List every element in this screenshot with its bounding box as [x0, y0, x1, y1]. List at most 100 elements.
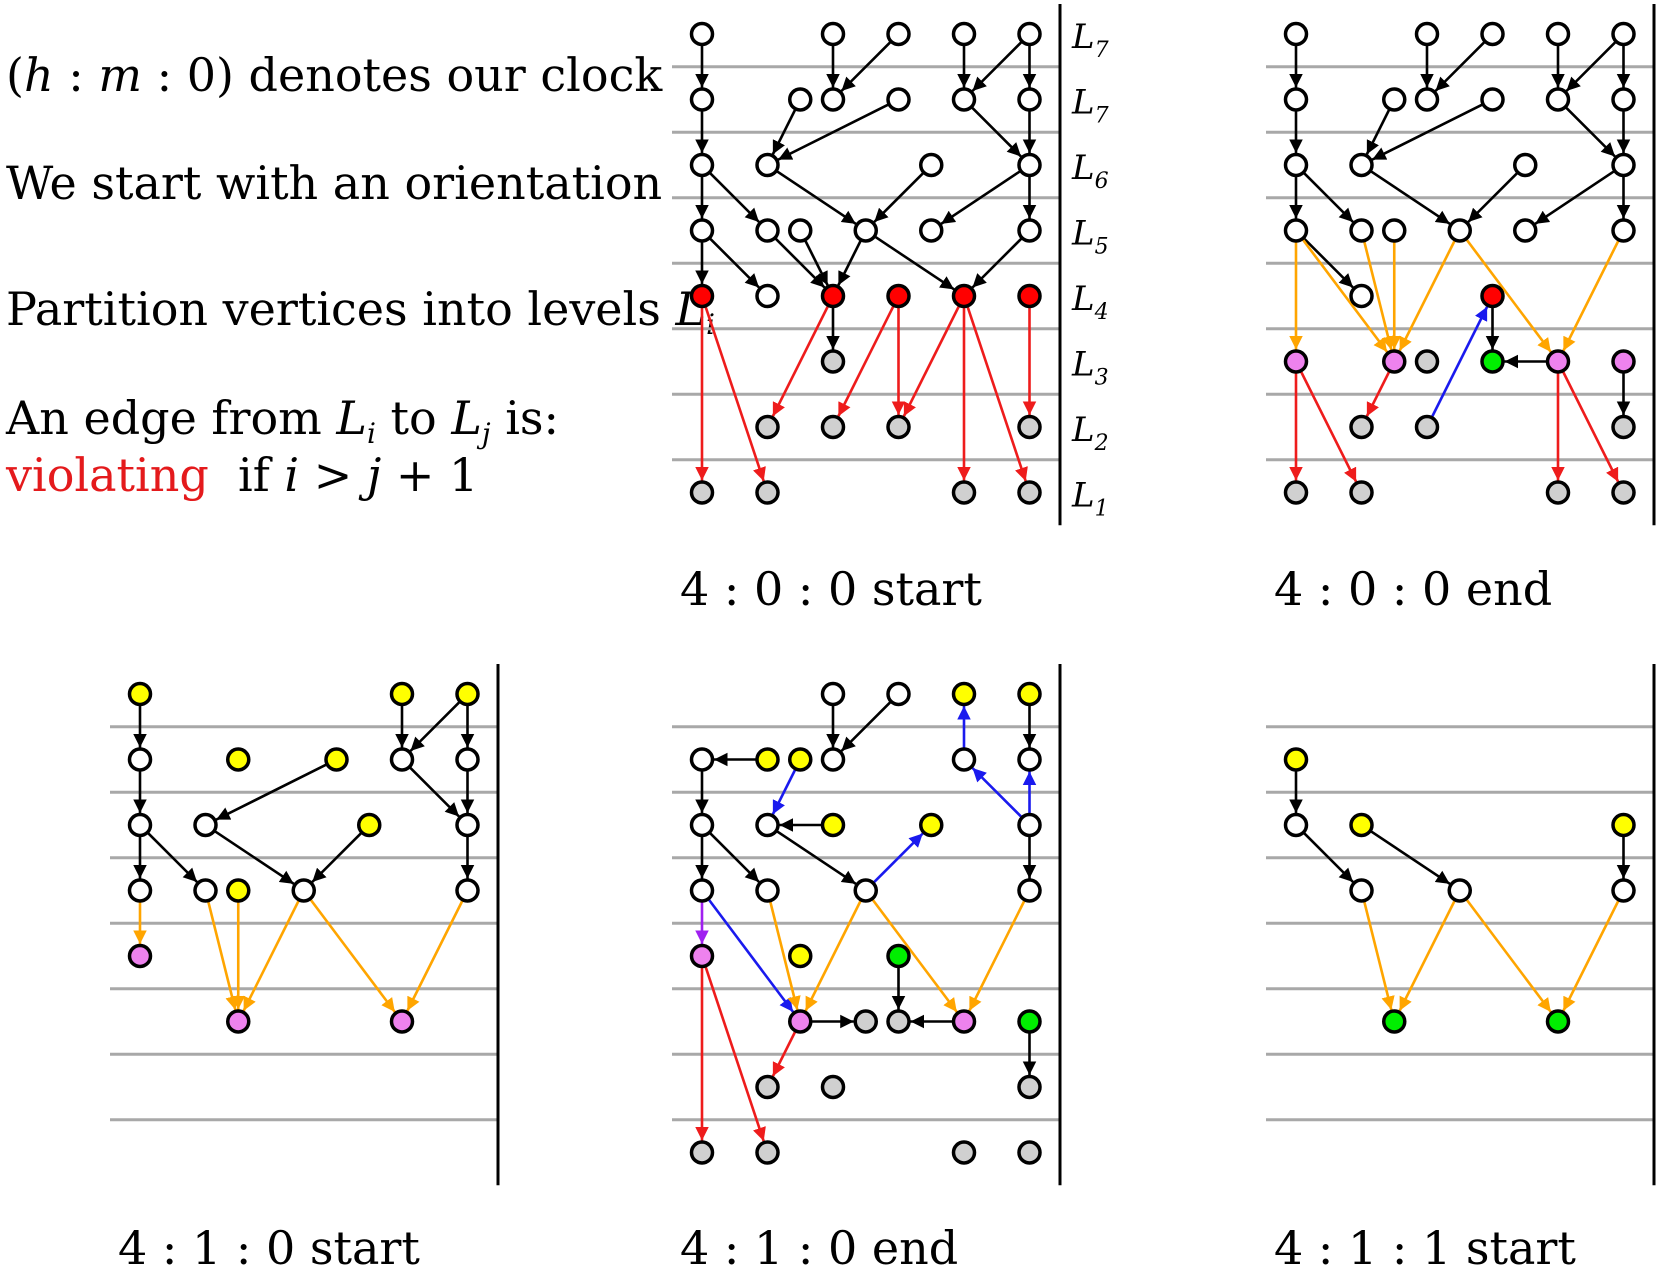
blue-edge [1430, 306, 1489, 419]
level-label-5: L4 [1071, 279, 1109, 325]
red-edge [704, 305, 766, 482]
red-vertex [820, 283, 846, 309]
level-i-subscript: i [366, 417, 376, 450]
white-vertex [886, 21, 911, 47]
black-edge [775, 829, 857, 885]
white-vertex [788, 218, 813, 243]
white-vertex [689, 812, 715, 838]
level-index: 3 [1095, 366, 1109, 391]
violating-rule-line: violating if i > j + 1 [6, 452, 478, 498]
green-vertex [1480, 349, 1505, 374]
white-vertex [1545, 21, 1571, 47]
white-vertex [1611, 152, 1636, 178]
pink-vertex [1382, 349, 1407, 374]
level-index: 2 [1094, 431, 1109, 456]
gray-vertex [951, 1140, 977, 1165]
pink-vertex [1283, 349, 1309, 374]
orange-edge [1398, 899, 1457, 1012]
gray-vertex [689, 1140, 715, 1165]
orange-edge [242, 899, 301, 1012]
level-label-4: L5 [1071, 214, 1109, 260]
orange-edge [804, 899, 863, 1012]
panel-4-0-0-end [1266, 4, 1656, 526]
blue-edge [707, 898, 795, 1013]
white-vertex [1349, 878, 1374, 903]
level-gridlines [672, 65, 1060, 462]
white-vertex [951, 21, 977, 47]
yellow-vertex [755, 747, 780, 772]
gray-vertex [853, 1009, 878, 1034]
pink-vertex [1611, 349, 1636, 374]
gray-vertex [755, 480, 780, 505]
gray-vertex [1545, 480, 1571, 505]
yellow-vertex [788, 943, 813, 969]
orange-edge [1362, 240, 1395, 351]
white-vertex [951, 747, 977, 772]
orange-edge [968, 899, 1026, 1012]
gray-vertex [689, 480, 715, 505]
gray-vertex [820, 349, 846, 374]
white-vertex [291, 878, 316, 903]
orange-edge [768, 900, 801, 1011]
white-vertex [1349, 152, 1374, 178]
level-letter: L [1071, 410, 1095, 450]
panel-4-1-1-start [1266, 664, 1656, 1186]
black-edge [708, 831, 760, 883]
level-label-1: L7 [1071, 17, 1109, 63]
white-vertex [1017, 218, 1042, 243]
level-index: 1 [1095, 497, 1109, 522]
red-vertex [689, 283, 715, 309]
rule-gt: > [299, 448, 367, 502]
level-j-subscript: j [481, 417, 491, 450]
white-vertex [1283, 87, 1309, 112]
panel-4-1-0-start [110, 664, 500, 1186]
level-letter: L [1071, 148, 1095, 188]
white-vertex [886, 87, 911, 112]
white-vertex [455, 878, 480, 903]
white-vertex [1017, 21, 1042, 47]
orientation-line: We start with an orientation [6, 156, 663, 210]
black-edge [1369, 829, 1451, 885]
white-vertex [1611, 218, 1636, 243]
white-vertex [1283, 21, 1309, 47]
orange-edge [1362, 900, 1395, 1011]
level-label-3: L6 [1071, 148, 1109, 194]
white-vertex [1414, 87, 1440, 112]
caption-4-1-1-start: 4 : 1 : 1 start [1274, 1221, 1576, 1275]
level-letter: L [1071, 83, 1095, 123]
yellow-vertex [1283, 747, 1309, 772]
yellow-vertex [389, 681, 415, 707]
yellow-vertex [919, 812, 944, 838]
clock-notation-line: (h : m : 0) denotes our clock [6, 52, 662, 98]
white-vertex [1447, 878, 1472, 903]
orange-edge [1398, 239, 1457, 352]
level-gridlines [110, 725, 498, 1122]
black-edge [1302, 171, 1354, 223]
white-vertex [853, 218, 878, 243]
violating-label: violating [6, 448, 209, 502]
black-edge [215, 763, 328, 821]
rule-j: j [366, 448, 382, 502]
white-vertex [1611, 878, 1636, 903]
red-vertex [886, 283, 911, 309]
pink-vertex [127, 943, 153, 969]
caption-4-1-0-start: 4 : 1 : 0 start [118, 1221, 420, 1275]
white-vertex [820, 747, 846, 772]
level-label-2: L7 [1071, 83, 1109, 129]
minute-variable: m [98, 48, 142, 102]
orange-edge [1465, 898, 1552, 1013]
edge-definition-line: An edge from Li to Lj is: [6, 395, 559, 448]
white-vertex [1349, 218, 1374, 243]
black-edge [777, 103, 890, 161]
paren-open: ( [6, 48, 24, 102]
white-vertex [689, 87, 715, 112]
white-vertex [1611, 21, 1636, 47]
blue-edge [872, 832, 924, 884]
edges [1289, 40, 1631, 483]
red-edge [1561, 370, 1620, 483]
level-letter: L [1071, 17, 1095, 57]
yellow-vertex [788, 747, 813, 772]
edges [1289, 770, 1631, 1013]
gray-vertex [1349, 414, 1374, 440]
